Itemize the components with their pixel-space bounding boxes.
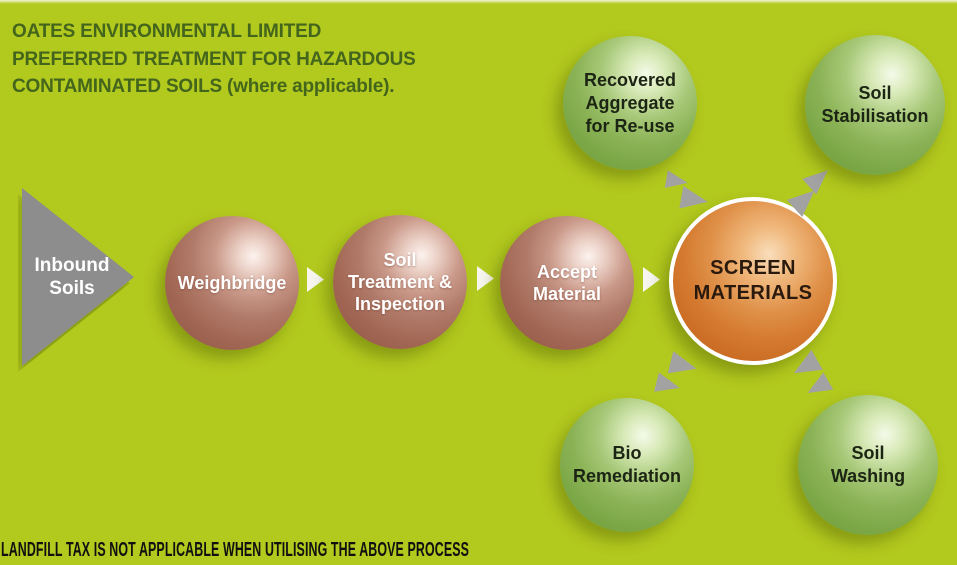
- weighbridge-label: Weighbridge: [177, 273, 287, 293]
- soil-treatment-inspection-label: Soil Treatment & Inspection: [347, 250, 453, 314]
- soil-washing-node: Soil Washing: [798, 395, 938, 535]
- soil-stabilisation-label: Soil Stabilisation: [821, 83, 929, 126]
- soil-treatment-inspection-node: Soil Treatment & Inspection: [333, 215, 467, 349]
- outcome-arrow-bottom-right-icon-1: [788, 350, 823, 383]
- top-white-edge: [0, 0, 957, 4]
- flow-arrow-icon-1: [307, 267, 324, 292]
- soil-stabilisation-node: Soil Stabilisation: [805, 35, 945, 175]
- outcome-arrow-top-right-icon-1: [802, 162, 835, 194]
- recovered-aggregate-node: Recovered Aggregate for Re-use: [563, 36, 697, 170]
- outcome-arrow-bottom-right-icon-2: [803, 372, 834, 401]
- accept-material-label: Accept Material: [532, 262, 602, 304]
- weighbridge-node: Weighbridge: [165, 216, 299, 350]
- inbound-soils-node: Inbound Soils: [22, 188, 134, 366]
- flow-arrow-icon-3: [643, 267, 660, 292]
- bio-remediation-node: Bio Remediation: [560, 398, 694, 532]
- bio-remediation-label: Bio Remediation: [572, 443, 682, 486]
- screen-materials-node: SCREEN MATERIALS: [669, 197, 837, 365]
- outcome-arrow-bottom-left-icon-2: [654, 372, 682, 397]
- accept-material-node: Accept Material: [500, 216, 634, 350]
- landfill-tax-note: LANDFILL TAX IS NOT APPLICABLE WHEN UTIL…: [1, 539, 470, 561]
- flow-arrow-icon-2: [477, 266, 494, 291]
- outcome-arrow-top-left-icon-2: [679, 186, 710, 213]
- recovered-aggregate-label: Recovered Aggregate for Re-use: [583, 69, 677, 136]
- screen-materials-label: SCREEN MATERIALS: [693, 257, 813, 304]
- outcome-arrow-bottom-left-icon-1: [668, 351, 700, 380]
- soil-washing-label: Soil Washing: [830, 443, 906, 486]
- inbound-soils-label: Inbound Soils: [34, 255, 110, 299]
- page-title: OATES ENVIRONMENTAL LIMITED PREFERRED TR…: [12, 21, 416, 97]
